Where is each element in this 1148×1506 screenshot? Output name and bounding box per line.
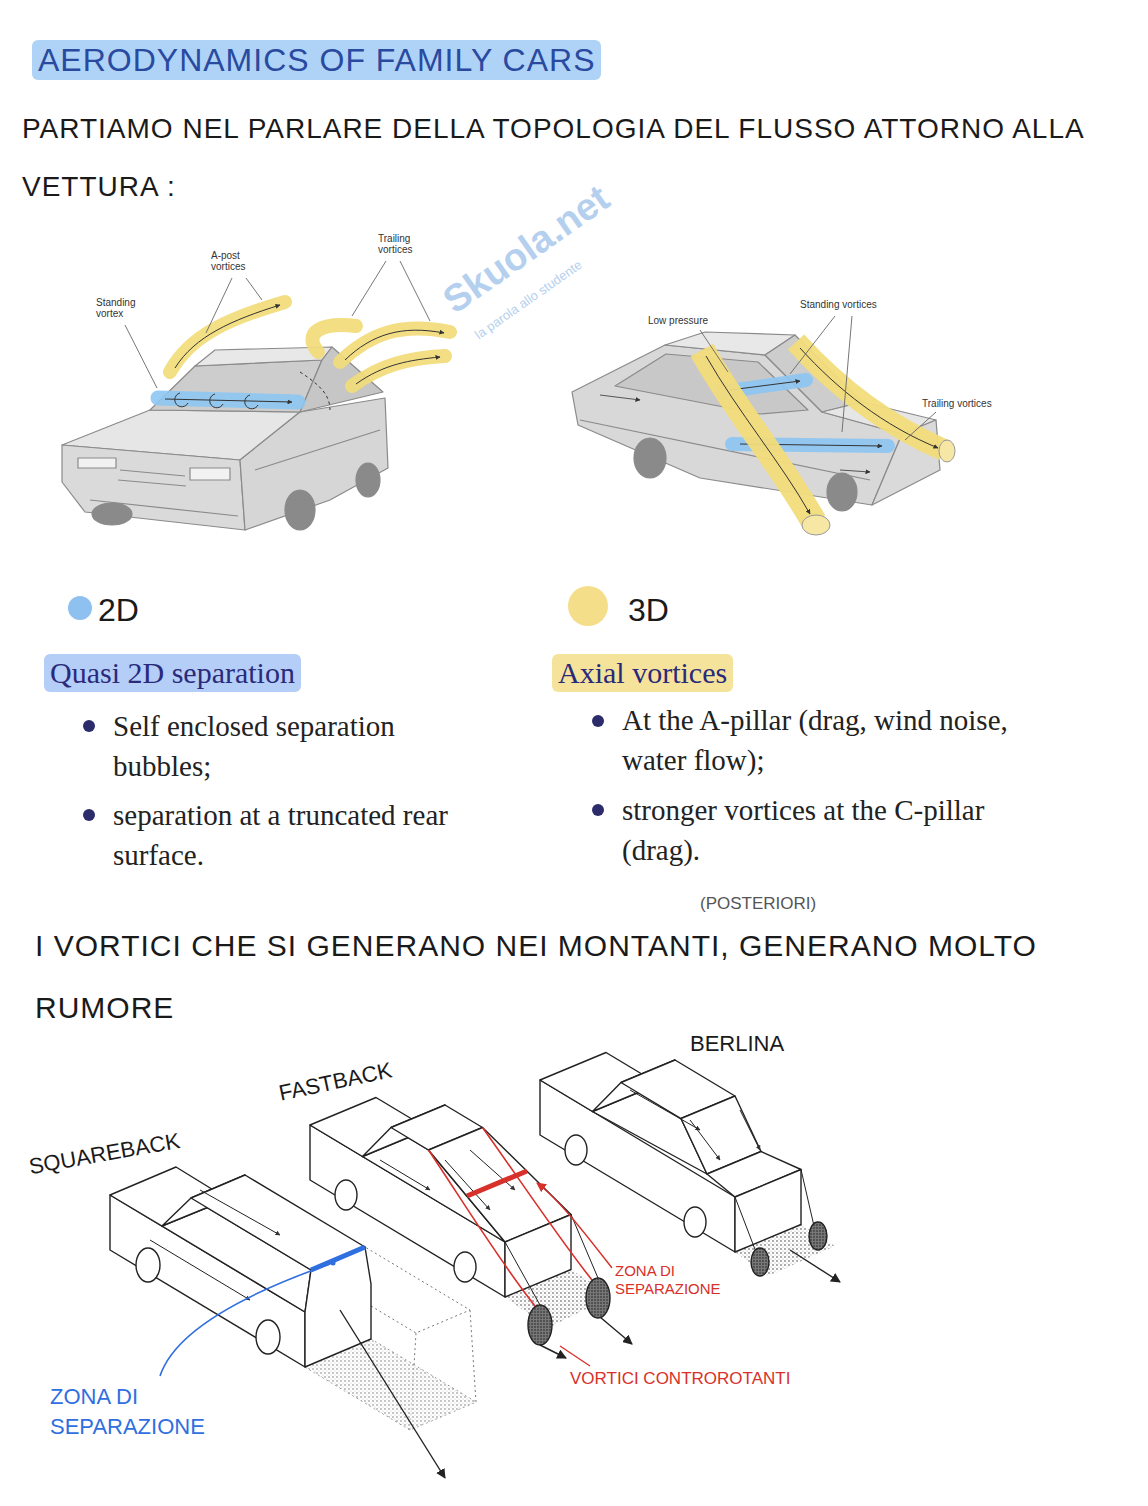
bullet-text: Self enclosed separation bubbles; xyxy=(113,706,463,786)
legend-swatch xyxy=(68,596,92,620)
front-car-figure xyxy=(62,261,450,530)
bullet-text: separation at a truncated rear surface. xyxy=(113,795,463,875)
berlina-figure xyxy=(540,1053,840,1283)
vortex-label: Standing vortex xyxy=(96,297,148,319)
section-heading: Quasi 2D separation xyxy=(44,654,301,692)
pressure-label: Low pressure xyxy=(648,314,708,327)
bullet-text: At the A-pillar (drag, wind noise, water… xyxy=(622,700,1022,780)
annotation-blue: ZONA DI SEPARAZIONE xyxy=(50,1382,290,1442)
section-heading: Axial vortices xyxy=(552,654,733,692)
legend-swatch xyxy=(568,586,608,626)
car-type-label: BERLINA xyxy=(690,1030,784,1058)
bullet-text: stronger vortices at the C-pillar (drag)… xyxy=(622,790,1022,870)
annotation-red: ZONA DI SEPARAZIONE xyxy=(615,1262,737,1298)
annotation-red: VORTICI CONTROROTANTI xyxy=(570,1368,790,1389)
vortex-label: A-post vortices xyxy=(211,250,261,272)
note-text: (POSTERIORI) xyxy=(700,893,816,914)
vortex-label: Trailing vortices xyxy=(378,233,432,255)
vortex-label: Trailing vortices xyxy=(922,397,992,410)
note-text: I VORTICI CHE SI GENERANO NEI MONTANTI, … xyxy=(35,915,1125,1039)
rear-car-figure xyxy=(572,316,955,535)
car-type-label: FASTBACK xyxy=(276,1056,394,1107)
legend-text: 2D xyxy=(98,590,139,630)
page-title: AERODYNAMICS OF FAMILY CARS xyxy=(32,40,601,80)
vortex-label: Standing vortices xyxy=(800,298,877,311)
car-type-label: SQUAREBACK xyxy=(27,1127,182,1181)
legend-text: 3D xyxy=(628,590,669,630)
